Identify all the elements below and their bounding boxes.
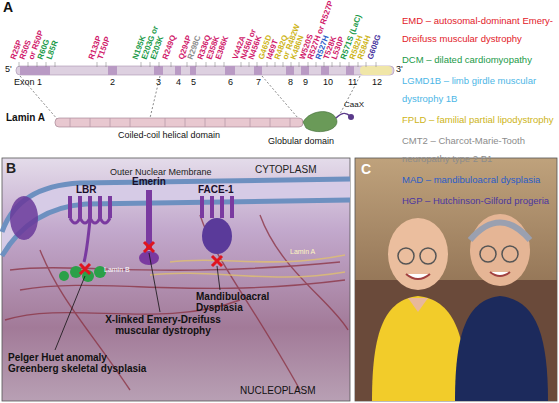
annotation: Coiled-coil helical domain [118,131,220,141]
leader-line [257,62,258,67]
leader-line [37,62,38,67]
leader-line [267,62,268,67]
annotation: Lamin B [104,266,130,274]
gene-bar [16,66,394,75]
annotation: 7 [256,78,261,88]
legend: EMD – autosomal-dominant Emery-Dreifuss … [402,10,556,208]
leader-line [275,62,276,67]
leader-line [28,62,29,67]
legend-text: CMT2 – Charcot-Marie-Tooth neuropathy ty… [402,135,525,164]
leader-line [376,62,377,67]
leader-line [106,62,107,67]
leader-line [150,62,151,67]
legend-text: LGMD1B – limb girdle muscular dystrophy … [402,75,536,104]
annotation: Emerin [132,176,166,187]
leader-line [340,62,341,67]
leader-line [215,62,216,67]
legend-text: FPLD – familial partial lipodystrophy [402,114,554,125]
annotation: CaaX [344,101,364,110]
legend-entry: CMT2 – Charcot-Marie-Tooth neuropathy ty… [402,130,556,166]
panel-letter: A [3,0,13,15]
annotation: CYTOPLASM [255,164,317,175]
annotation: X-linked Emery-Dreifuss muscular dystrop… [88,314,238,336]
leader-line [366,62,367,67]
leader-line [196,62,197,67]
annotation: FACE-1 [198,184,234,195]
leader-line [358,62,359,67]
annotation: Lamin A [6,112,45,123]
leader-line [349,62,350,67]
annotation: 5 [191,78,196,88]
leader-line [308,62,309,67]
leader-line [46,62,47,67]
annotation: 10 [323,78,333,88]
annotation: LBR [76,184,97,195]
panel-letter: B [6,161,16,176]
leader-line [97,62,98,67]
annotation: Mandibuloacral Dysplasia [196,291,286,313]
leader-line [206,62,207,67]
legend-text: EMD – autosomal-dominant Emery-Dreifuss … [402,15,553,44]
annotation: 11 [348,78,357,88]
leader-line [159,62,160,67]
annotation: 3 [156,78,161,88]
leader-line [283,62,284,67]
annotation: 5' [5,65,12,75]
legend-entry: MAD – mandibuloacral dysplasia [402,169,556,187]
legend-entry: DCM – dilated cardiomyopathy [402,49,556,67]
panel-letter: C [361,162,371,177]
leader-line [332,62,333,67]
annotation: Globular domain [268,137,334,147]
annotation: 2 [110,78,115,88]
annotation: 12 [372,78,382,88]
annotation: 8 [288,78,293,88]
leader-line [241,62,242,67]
leader-line [316,62,317,67]
leader-line [171,62,172,67]
leader-line [324,62,325,67]
legend-entry: EMD – autosomal-dominant Emery-Dreifuss … [402,10,556,46]
patient-photo [355,158,557,401]
leader-line [291,62,292,67]
annotation: 6 [228,78,233,88]
annotation: 4 [176,78,181,88]
legend-entry: FPLD – familial partial lipodystrophy [402,109,556,127]
annotation: 3' [396,65,403,75]
annotation: Lamin A [290,248,315,256]
leader-line [299,62,300,67]
legend-text: DCM – dilated cardiomyopathy [402,54,532,65]
leader-line [141,62,142,67]
lamin-protein [55,112,354,132]
mapping-lines [20,76,360,120]
legend-entry: LGMD1B – limb girdle muscular dystrophy … [402,70,556,106]
leader-line [224,62,225,67]
annotation: Pelger Huet anomaly Greenberg skeletal d… [8,352,158,374]
leader-lines [19,62,376,67]
annotation: NUCLEOPLASM [240,385,316,396]
leader-line [55,62,56,67]
leader-line [19,62,20,67]
nuclear-envelope-illustration [2,158,350,401]
leader-line [187,62,188,67]
legend-entry: HGP – Hutchinson-Gilford progeria [402,190,556,208]
annotation: 9 [303,78,308,88]
leader-line [249,62,250,67]
annotation: Exon 1 [14,78,42,88]
legend-text: MAD – mandibuloacral dysplasia [402,174,540,185]
legend-text: HGP – Hutchinson-Gilford progeria [402,195,549,206]
